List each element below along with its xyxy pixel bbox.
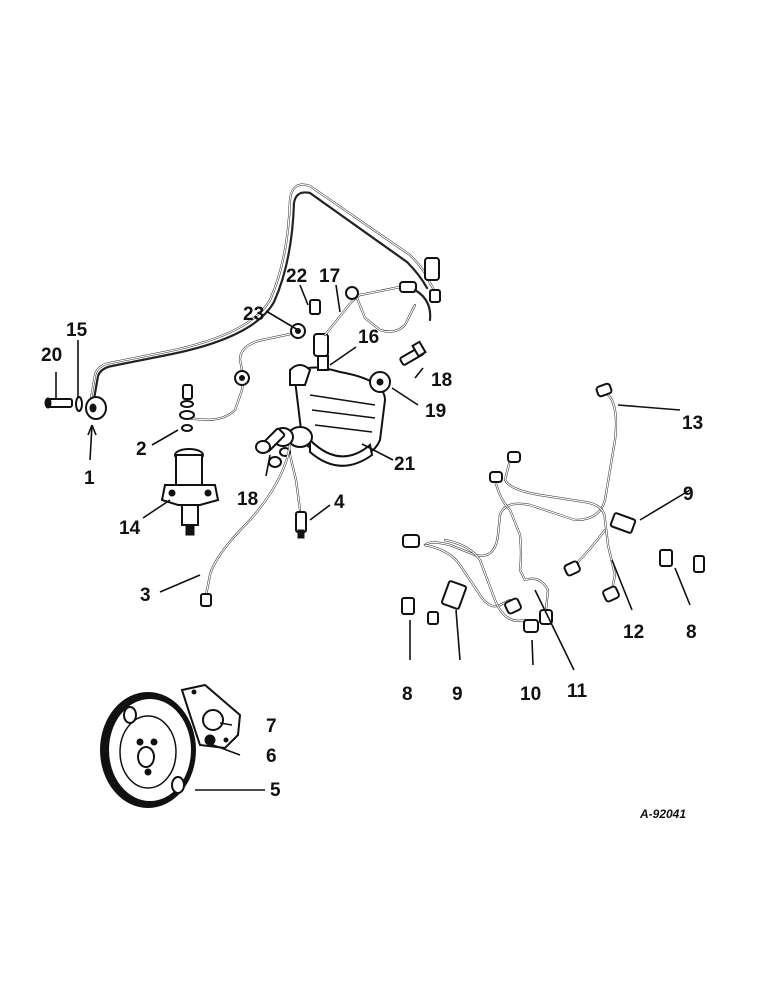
callout-5: 5	[270, 780, 281, 801]
fuel-injector	[160, 448, 220, 536]
leader-lines	[55, 284, 691, 791]
callout-1: 1	[84, 468, 95, 489]
callout-19: 19	[425, 401, 446, 422]
callout-7: 7	[266, 716, 277, 737]
washer	[75, 396, 83, 412]
callout-9-right: 9	[683, 484, 694, 505]
fuel-filter	[272, 364, 391, 467]
callout-11: 11	[567, 681, 588, 702]
callout-23: 23	[243, 304, 264, 325]
callout-labels: 1 2 3 4 5 6 7 8 8 9 9 10 11 12 13 14 15 …	[41, 266, 703, 801]
line-fitting	[85, 396, 107, 420]
callout-22: 22	[286, 266, 307, 287]
callout-6: 6	[266, 746, 277, 767]
callout-12: 12	[623, 622, 644, 643]
figure-reference: A-92041	[639, 807, 686, 821]
line-clamps	[401, 512, 705, 625]
fuel-line-drain	[288, 453, 307, 539]
injector-bolt	[179, 384, 195, 432]
callout-13: 13	[682, 413, 703, 434]
callout-18-lower: 18	[237, 489, 258, 510]
callout-8-right: 8	[686, 622, 697, 643]
callout-3: 3	[140, 585, 151, 606]
callout-15: 15	[66, 320, 88, 341]
callout-21: 21	[394, 454, 416, 475]
callout-17: 17	[319, 266, 340, 287]
callout-18-upper: 18	[431, 370, 452, 391]
callout-14: 14	[119, 518, 141, 539]
callout-2: 2	[136, 439, 147, 460]
callout-4: 4	[334, 492, 345, 513]
callout-20: 20	[41, 345, 62, 366]
hollow-bolt-lower	[255, 427, 291, 468]
hollow-bolt-upper	[399, 340, 427, 366]
injection-lines	[402, 382, 620, 633]
banjo-bolt	[44, 397, 73, 409]
injector-line	[183, 323, 306, 421]
callout-16: 16	[358, 327, 379, 348]
callout-8-left: 8	[402, 684, 413, 705]
callout-10: 10	[520, 684, 541, 705]
filter-fittings	[309, 257, 441, 371]
fuel-line-lower	[200, 443, 292, 607]
fuel-line-upper	[88, 183, 442, 407]
callout-9-left: 9	[452, 684, 463, 705]
